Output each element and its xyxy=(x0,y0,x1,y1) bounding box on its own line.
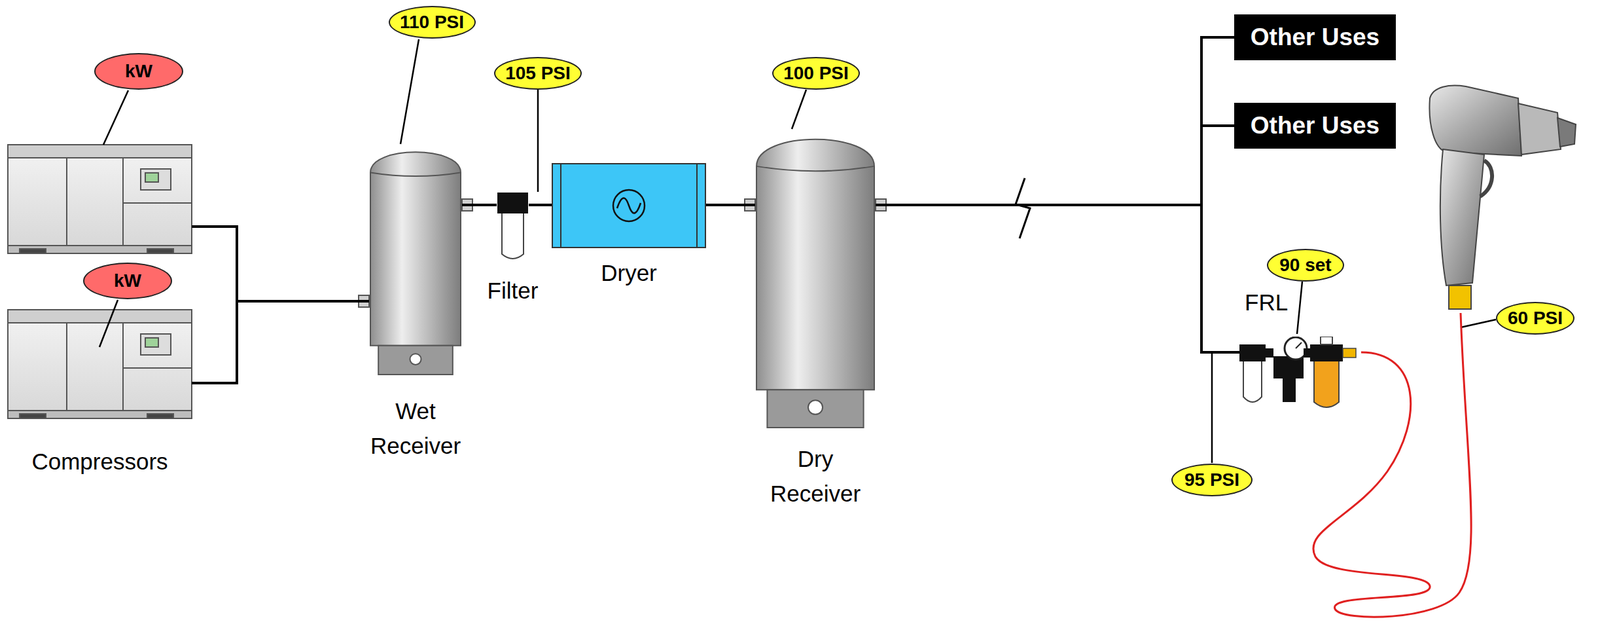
frl-unit: FRL xyxy=(1239,336,1358,413)
node-label: Other Uses xyxy=(1250,111,1380,140)
dryer: Dryer xyxy=(551,162,707,249)
dry-receiver: Dry Receiver xyxy=(755,127,876,429)
leader-line xyxy=(99,39,1496,463)
callout-bubble: 95 PSI xyxy=(1171,463,1253,497)
callout-value: kW xyxy=(113,270,142,292)
node-label: FRL xyxy=(1244,285,1311,320)
air-pipe xyxy=(875,37,1235,205)
air-drill xyxy=(1429,85,1576,309)
frl-symbol xyxy=(1239,336,1358,413)
air-pipe xyxy=(875,125,1235,205)
tank-outline xyxy=(755,127,876,429)
callout-bubble: 110 PSI xyxy=(388,5,476,39)
node-label: Compressors xyxy=(1,444,199,480)
callout-value: kW xyxy=(124,60,153,82)
wet-receiver: Wet Receiver xyxy=(369,142,463,376)
air-pipe xyxy=(191,226,370,302)
pipe xyxy=(191,301,237,383)
air-pipe xyxy=(875,204,1240,353)
air-pipe xyxy=(706,203,756,207)
callout-value: 90 set xyxy=(1279,254,1332,276)
callout-bubble: kW xyxy=(94,53,184,90)
use-box: Other Uses xyxy=(1234,14,1396,61)
callout-value: 60 PSI xyxy=(1507,307,1563,329)
tank-outline xyxy=(369,142,463,376)
node-label: Filter xyxy=(460,273,566,309)
air-pipe xyxy=(462,203,497,207)
callout-bubble: 90 set xyxy=(1266,248,1345,282)
callout-value: 95 PSI xyxy=(1184,469,1240,491)
callout-bubble: 100 PSI xyxy=(772,56,860,90)
filter: Filter xyxy=(496,191,529,264)
callout-value: 100 PSI xyxy=(783,62,849,84)
node-label: Other Uses xyxy=(1250,23,1380,52)
compressor-unit xyxy=(7,309,192,419)
callout-value: 110 PSI xyxy=(399,11,464,33)
node-label: Dryer xyxy=(576,255,682,291)
callout-bubble: kW xyxy=(83,262,173,300)
compressor-unit xyxy=(7,144,192,254)
callout-bubble: 60 PSI xyxy=(1495,301,1575,335)
callout-value: 105 PSI xyxy=(505,62,571,84)
pipe-break-symbol xyxy=(1015,177,1031,239)
node-label: Wet Receiver xyxy=(356,393,475,463)
use-box: Other Uses xyxy=(1234,102,1396,149)
air-pipe xyxy=(528,203,552,207)
callout-bubble: 105 PSI xyxy=(494,56,582,90)
dryer-symbol xyxy=(551,162,707,249)
filter-symbol xyxy=(496,191,529,264)
node-label: Dry Receiver xyxy=(756,441,875,511)
